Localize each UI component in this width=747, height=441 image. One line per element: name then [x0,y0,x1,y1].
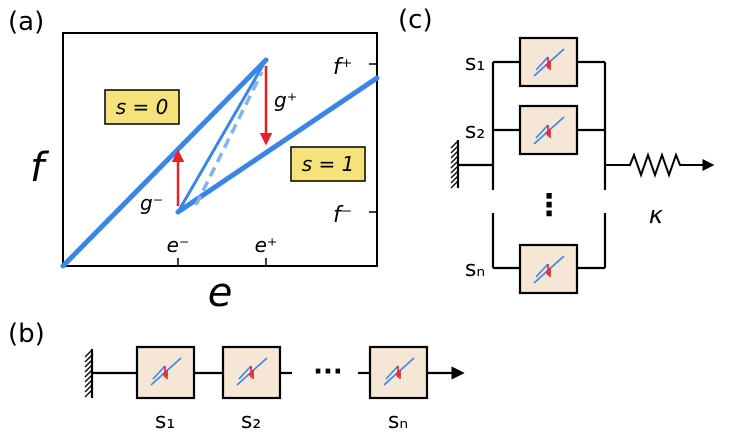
series-element-2-label: s₂ [241,409,261,434]
branch-s1-line [175,75,380,215]
y-tick-label-f-minus: f⁻ [333,203,352,228]
x-tick-label-e-plus: e⁺ [255,233,278,257]
series-element-n-label: sₙ [388,409,408,434]
series-ellipsis: ··· [313,357,343,387]
panel-b-label: (b) [8,319,45,349]
spring-constant-label: κ [649,201,664,229]
parallel-element-2-label: s₂ [465,119,485,144]
parallel-element-1-label: s₁ [465,51,485,76]
x-tick-label-e-minus: e⁻ [167,233,190,257]
state-0-box [104,89,180,125]
state-1-box [290,146,366,182]
y-axis-label: f [30,145,50,191]
hysteresis-edge-line [176,59,268,213]
g-plus-label: g⁺ [274,88,297,112]
parallel-element-n-label: sₙ [465,257,485,282]
state-0-label: s = 0 [116,95,169,119]
y-tick-label-f-plus: f⁺ [333,55,352,80]
x-axis-label: e [208,270,233,316]
spring [605,151,715,179]
panel-c-label: (c) [398,5,433,35]
state-1-label: s = 1 [302,152,355,176]
parallel-element-n [518,243,579,295]
g-minus-label: g⁻ [140,191,163,215]
branch-s0-line [60,57,269,269]
panel-a-label: (a) [8,7,44,37]
unstable-branch-dashed-line [194,71,264,206]
parallel-ellipsis: ⋮ [534,188,564,223]
series-element-1-label: s₁ [155,409,175,434]
